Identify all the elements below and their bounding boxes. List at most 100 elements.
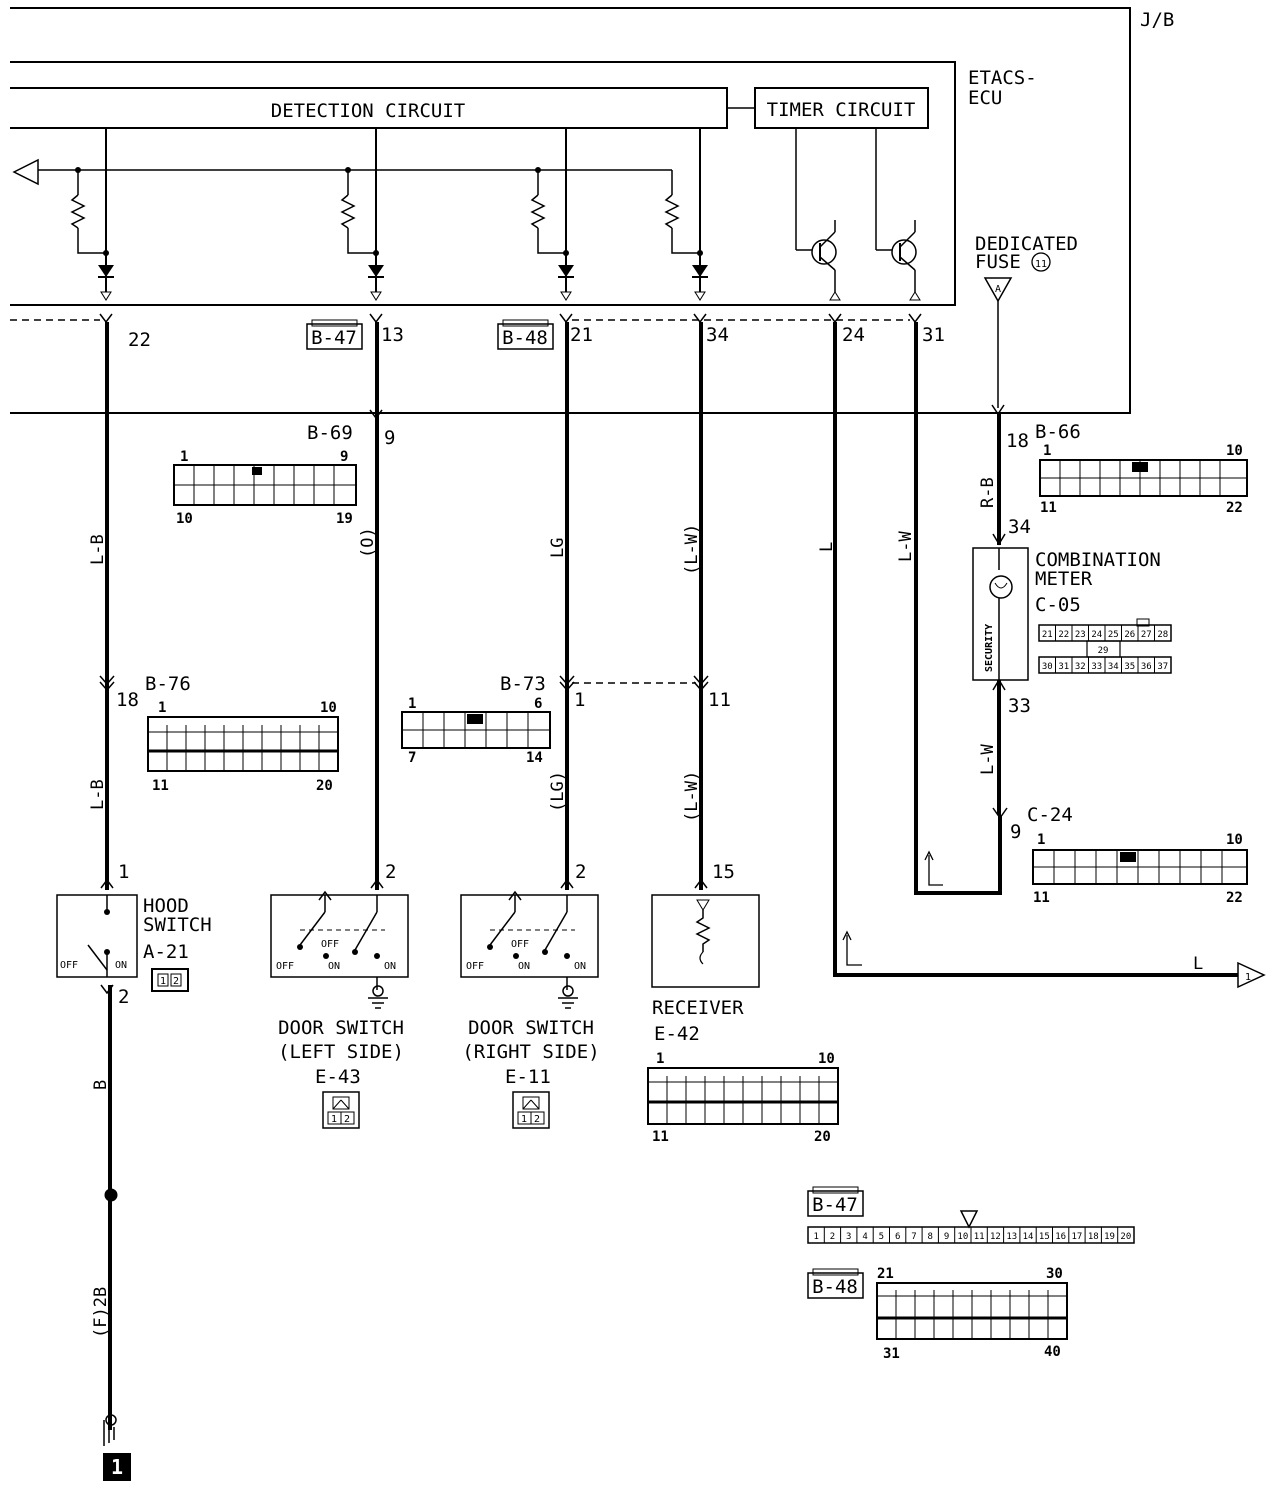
connector-b76-label: B-76 <box>145 673 191 695</box>
receiver: RECEIVER <box>651 878 760 1019</box>
pin-b73-11: 11 <box>708 689 731 711</box>
b47-row-pin: 17 <box>1072 1232 1083 1242</box>
door-switch-right-label-2: (RIGHT SIDE) <box>462 1041 599 1063</box>
c05-top-pin: 23 <box>1075 630 1086 640</box>
wire-l-right-label: L <box>1193 954 1203 974</box>
c24-pin-tl: 1 <box>1037 832 1045 848</box>
b47-row-pin: 14 <box>1023 1232 1034 1242</box>
ecu-label: ECU <box>968 87 1002 109</box>
connector-e42-label: E-42 <box>654 1023 700 1045</box>
b66-pin-tl: 1 <box>1043 443 1051 459</box>
b76-pin-tr: 10 <box>320 700 337 716</box>
b47-row-pin: 2 <box>830 1232 835 1242</box>
connector-c05-label: C-05 <box>1035 594 1081 616</box>
door-right-on-label-2: ON <box>574 961 586 972</box>
b66-pin-br: 22 <box>1226 500 1243 516</box>
a21-pin-1: 1 <box>160 976 166 987</box>
c05-mid-pin: 29 <box>1098 646 1109 656</box>
pin-34: 34 <box>706 324 729 346</box>
e42-pin-tr: 10 <box>818 1051 835 1067</box>
hood-switch-label-1: HOOD <box>143 895 189 917</box>
door-left-off-label-1: OFF <box>321 939 339 950</box>
timer-circuit-box: TIMER CIRCUIT <box>754 87 929 129</box>
door-right-off-label-2: OFF <box>466 961 484 972</box>
connector-b73-label: B-73 <box>500 673 546 695</box>
b48-pin-tr: 30 <box>1046 1266 1063 1282</box>
c05-bottom-pin: 34 <box>1108 662 1119 672</box>
pin-21: 21 <box>570 324 593 346</box>
door-left-off-label-2: OFF <box>276 961 294 972</box>
diode-icon <box>692 265 708 277</box>
timer-circuit-label: TIMER CIRCUIT <box>767 99 916 121</box>
c05-bottom-pin: 31 <box>1058 662 1069 672</box>
b48-pin-tl: 21 <box>877 1266 894 1282</box>
pin-b76-18: 18 <box>116 689 139 711</box>
wire-l: L <box>817 542 837 552</box>
dedicated-fuse-label-2: FUSE <box>975 251 1021 273</box>
resistor-icon <box>70 194 86 229</box>
resistor-icon <box>340 194 356 229</box>
pin-b66-18: 18 <box>1006 430 1029 452</box>
b47-row-pin: 11 <box>974 1232 985 1242</box>
pin-13: 13 <box>381 324 404 346</box>
combination-meter-label-2: METER <box>1035 568 1093 590</box>
b66-pin-bl: 11 <box>1040 500 1057 516</box>
pin-door-left-2: 2 <box>385 861 396 883</box>
b48-pin-bl: 31 <box>883 1346 900 1362</box>
detection-circuit-label: DETECTION CIRCUIT <box>271 100 465 122</box>
wire-lw-2: L-W <box>896 531 916 562</box>
c05-bottom-pin: 32 <box>1075 662 1086 672</box>
connector-b47-tag: B-47 <box>311 327 357 349</box>
connector-e43-label: E-43 <box>315 1066 361 1088</box>
wire-b: B <box>91 1080 111 1090</box>
b69-pin-bl: 10 <box>176 511 193 527</box>
connector-a21-label: A-21 <box>143 941 189 963</box>
c05-top-pin: 26 <box>1124 630 1135 640</box>
pin-b73-1: 1 <box>574 689 585 711</box>
e11-pin-1: 1 <box>521 1114 527 1125</box>
c05-bottom-pin: 37 <box>1157 662 1168 672</box>
ground-number: 1 <box>111 1455 123 1479</box>
wire-pin-numbers: 9 18 34 33 9 18 1 11 15 1 2 2 2 <box>116 427 1031 1008</box>
wires <box>99 322 1266 1430</box>
pin-door-right-2: 2 <box>575 861 586 883</box>
pin-c24-9: 9 <box>1010 821 1021 843</box>
b47-row-pin: 3 <box>846 1232 851 1242</box>
b76-pin-tl: 1 <box>158 700 166 716</box>
b47-row-pin: 10 <box>957 1232 968 1242</box>
c05-top-pin: 24 <box>1091 630 1102 640</box>
pin-meter-33: 33 <box>1008 695 1031 717</box>
b47-row-pin: 7 <box>911 1232 916 1242</box>
ecu-input-channels <box>70 128 921 301</box>
connector-e42-face: 1 10 11 20 <box>647 1051 839 1145</box>
jb-label: J/B <box>1140 9 1174 31</box>
b47-row-pin: 12 <box>990 1232 1001 1242</box>
c24-pin-bl: 11 <box>1033 890 1050 906</box>
diode-icon <box>558 265 574 277</box>
c05-bottom-pin: 36 <box>1141 662 1152 672</box>
pin-b69-9: 9 <box>384 427 395 449</box>
connector-b66-face: 1 10 11 22 <box>1039 443 1248 516</box>
connector-b73-face: 1 6 7 14 <box>401 696 551 766</box>
b47-row-pin: 18 <box>1088 1232 1099 1242</box>
wire-rb: R-B <box>978 477 998 508</box>
b73-pin-tr: 6 <box>534 696 542 712</box>
wire-lb-2: L-B <box>88 779 108 810</box>
hood-switch: OFF ON HOOD SWITCH 1 2 <box>56 878 212 995</box>
c05-bottom-pin: 30 <box>1042 662 1053 672</box>
c05-top-pin: 27 <box>1141 630 1152 640</box>
e43-pin-2: 2 <box>344 1114 350 1125</box>
door-left-on-label-2: ON <box>384 961 396 972</box>
wire-lg-2: (LG) <box>548 771 568 812</box>
e42-pin-bl: 11 <box>652 1129 669 1145</box>
connector-b69-face: 1 9 10 19 <box>173 449 357 527</box>
b47-row-pin: 6 <box>895 1232 900 1242</box>
fuse-number: 11 <box>1035 259 1047 270</box>
dedicated-fuse-label-1: DEDICATED <box>975 233 1078 255</box>
b73-pin-bl: 7 <box>408 750 416 766</box>
b47-row-pin: 20 <box>1120 1232 1131 1242</box>
indicator-lamp-icon <box>989 575 1013 599</box>
ground-terminal: 1 <box>103 1414 131 1481</box>
